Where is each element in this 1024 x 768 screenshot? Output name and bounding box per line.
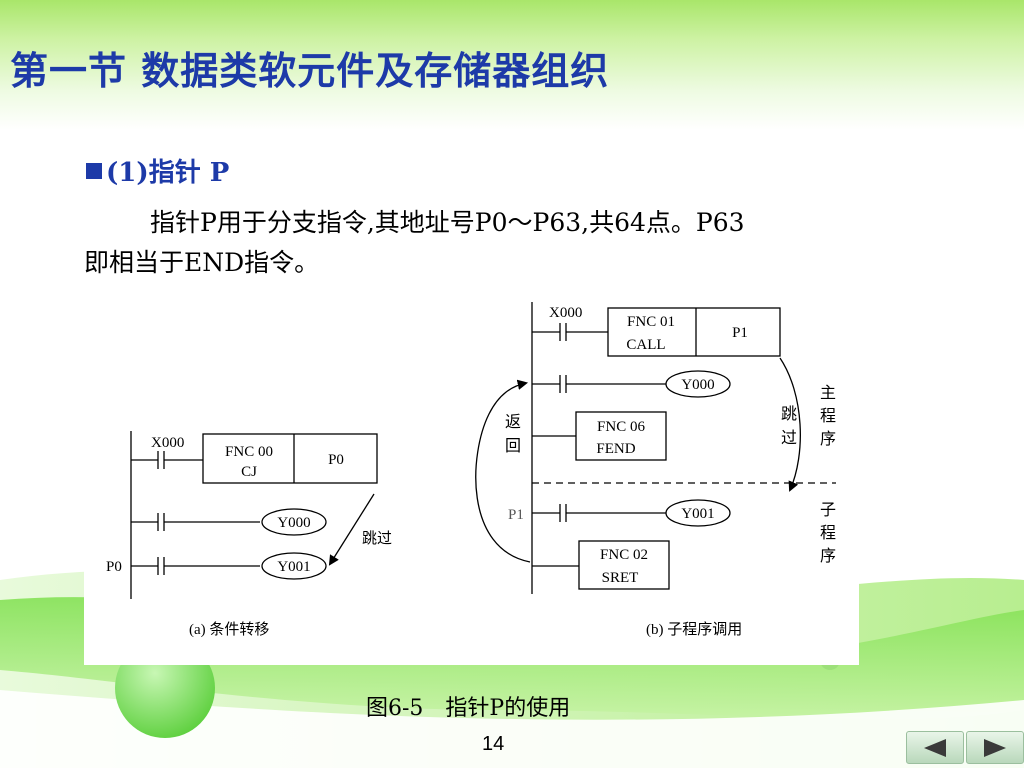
b-x000-label: X000 <box>549 305 582 321</box>
b-out-y001: Y001 <box>681 506 714 522</box>
figure-caption: 图6-5 指针P的使用 <box>366 696 571 721</box>
b-return-arrow <box>475 379 531 563</box>
a-coil-y001 <box>261 552 327 580</box>
a-coil-y000 <box>261 508 327 536</box>
a-fnc-cj-box <box>202 433 378 484</box>
b-sub-char3: 序 <box>820 547 836 565</box>
b-fnc3-line2: SRET <box>602 570 639 586</box>
triangle-left-icon <box>924 738 946 757</box>
description-paragraph: 指针P用于分支指令,其地址号P0～P63,共64点。P63 即相当于END指令。 <box>84 203 934 283</box>
b-skip-char2: 过 <box>781 429 797 447</box>
a-caption: (a) 条件转移 <box>189 621 269 638</box>
b-main-char1: 主 <box>820 384 836 402</box>
bullet-heading: (1)指针 P <box>86 152 229 189</box>
b-main-char2: 程 <box>820 407 836 425</box>
b-fnc-sret-box <box>578 540 670 590</box>
b-fnc1-line1: FNC 01 <box>627 314 675 330</box>
b-caption: (b) 子程序调用 <box>646 621 742 638</box>
figure-panel: X000 FNC 00 CJ P0 Y000 Y001 P0 跳过 (a) 条件… <box>84 294 859 665</box>
a-fnc-line2: CJ <box>241 464 257 480</box>
para-line-1: 指针P用于分支指令,其地址号P0～P63,共64点。P63 <box>150 208 745 237</box>
prev-slide-button[interactable] <box>906 731 964 764</box>
b-pointer-p1: P1 <box>732 325 748 341</box>
next-slide-button[interactable] <box>966 731 1024 764</box>
b-fnc-call-box <box>607 307 781 357</box>
b-out-y000: Y000 <box>681 377 714 393</box>
diagram-b <box>475 302 836 594</box>
b-skip-char1: 跳 <box>781 405 797 423</box>
para-line-2: 即相当于END指令。 <box>84 248 320 277</box>
a-out-y000: Y000 <box>277 515 310 531</box>
a-fnc-line1: FNC 00 <box>225 444 273 460</box>
a-out-y001: Y001 <box>277 559 310 575</box>
square-bullet-icon <box>86 163 102 179</box>
top-gradient-band <box>0 0 1024 130</box>
b-fnc2-line2: FEND <box>596 441 635 457</box>
bullet-text: (1)指针 P <box>106 158 230 188</box>
b-coil-y000 <box>665 370 731 398</box>
a-p0-label: P0 <box>106 559 122 575</box>
b-fnc-fend-box <box>575 411 667 461</box>
b-fnc2-line1: FNC 06 <box>597 419 645 435</box>
b-skip-arrow <box>779 357 801 492</box>
a-skip-label: 跳过 <box>362 530 392 547</box>
slide-title: 第一节 数据类软元件及存储器组织 <box>10 48 610 93</box>
ladder-diagrams: X000 FNC 00 CJ P0 Y000 Y001 P0 跳过 (a) 条件… <box>106 302 836 638</box>
b-sub-char1: 子 <box>820 501 836 519</box>
b-main-char3: 序 <box>820 430 836 448</box>
b-return-char2: 回 <box>505 438 521 455</box>
b-return-char1: 返 <box>505 413 521 431</box>
b-fnc3-line1: FNC 02 <box>600 547 648 563</box>
b-fnc1-line2: CALL <box>626 337 665 353</box>
triangle-right-icon <box>984 738 1006 757</box>
b-coil-y001 <box>665 499 731 527</box>
b-sub-char2: 程 <box>820 524 836 542</box>
a-pointer-p0: P0 <box>328 452 344 468</box>
a-skip-arrow <box>328 493 375 566</box>
b-p1-label: P1 <box>508 507 524 523</box>
page-number: 14 <box>482 733 505 755</box>
a-x000-label: X000 <box>151 435 184 451</box>
diagram-a <box>130 431 378 599</box>
